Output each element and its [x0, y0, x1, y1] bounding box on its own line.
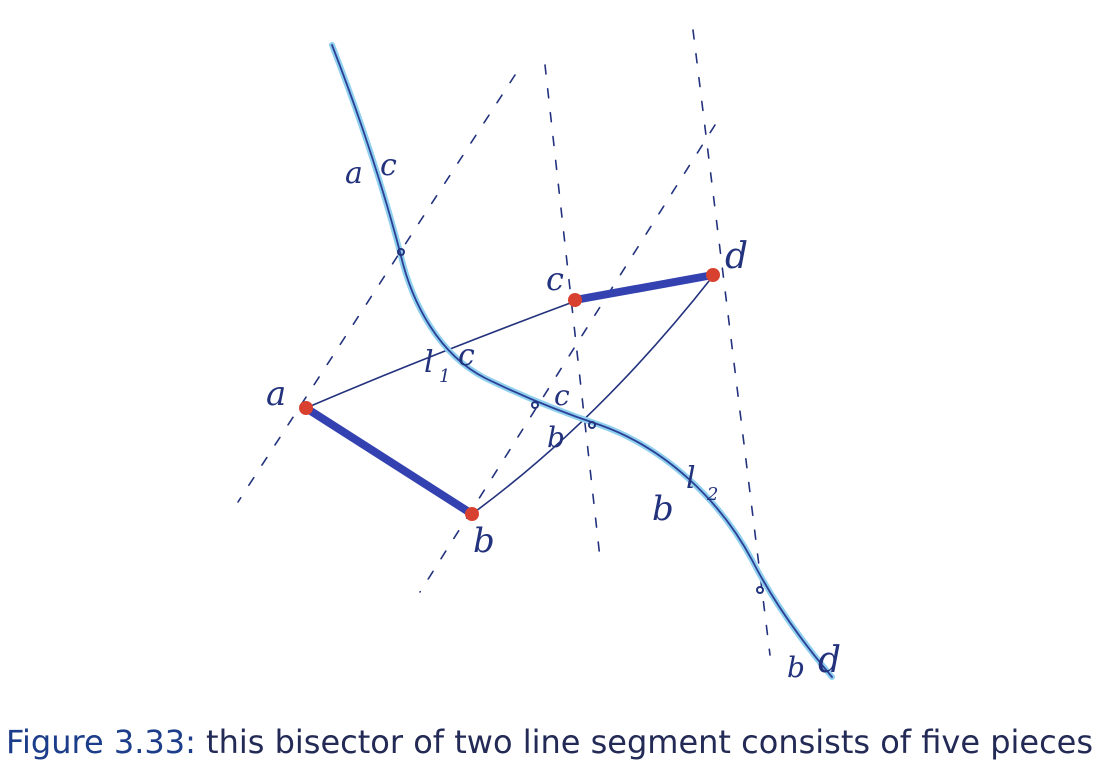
perpendicular-line-d	[692, 29, 771, 656]
label-piece-ac-c: c	[380, 148, 397, 183]
label-mid-b: b	[547, 421, 565, 454]
figure-caption-label: Figure 3.33:	[5, 723, 196, 761]
point-b	[465, 507, 479, 521]
breakpoint-marker-1	[397, 248, 405, 256]
point-a	[299, 401, 313, 415]
breakpoint-marker-4	[756, 586, 764, 594]
label-point-c: c	[546, 260, 564, 298]
label-l1-subscript: 1	[439, 366, 450, 387]
breakpoint-marker-3	[588, 421, 596, 429]
line-b-to-d	[471, 275, 714, 515]
perpendicular-line-a-left	[237, 74, 516, 503]
label-bd-d: d	[818, 640, 841, 681]
label-l2-b: b	[652, 489, 674, 529]
label-bd-b: b	[787, 651, 805, 684]
figure-caption-text: this bisector of two line segment consis…	[206, 723, 1094, 761]
line-a-to-c	[305, 301, 574, 409]
breakpoint-marker-2	[531, 401, 539, 409]
label-piece-ac-a: a	[345, 156, 363, 191]
label-point-a: a	[266, 374, 286, 414]
segment-ab	[302, 404, 476, 518]
label-l2-subscript: 2	[706, 484, 718, 505]
label-mid-c: c	[554, 379, 570, 412]
label-l1-c: c	[458, 338, 475, 373]
segment-cd	[571, 271, 717, 304]
label-point-b: b	[473, 521, 495, 561]
figure-caption: Figure 3.33: this bisector of two line s…	[0, 723, 1099, 761]
label-l1: l	[424, 345, 434, 380]
label-l2: l	[686, 461, 696, 496]
bisector-curve	[331, 44, 833, 678]
bisector-curve-shadow	[329, 42, 835, 680]
point-c	[568, 293, 582, 307]
perpendicular-line-c	[544, 64, 601, 559]
bisector-diagram: a b c d a c l 1 c c b b l 2 b d	[237, 29, 841, 684]
point-d	[706, 268, 720, 282]
label-point-d: d	[725, 236, 748, 277]
